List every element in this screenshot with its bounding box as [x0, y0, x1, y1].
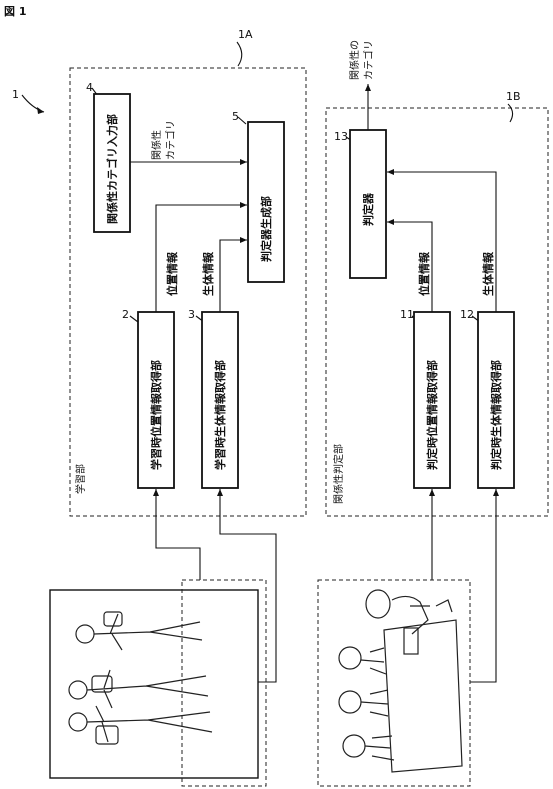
- ref-system-leader: [22, 95, 44, 112]
- output-label-1: 関係性の: [348, 40, 361, 80]
- ref-12: 12: [460, 308, 474, 321]
- seated-person-1: [339, 647, 386, 674]
- seated-person-2: [339, 690, 388, 716]
- pos-info-label-b: 位置情報: [417, 251, 431, 296]
- bottom-illustration-frame: [318, 580, 470, 786]
- bottom-illustration: [318, 580, 470, 786]
- ref-learning-leader: [237, 42, 242, 66]
- ref-5: 5: [232, 110, 239, 123]
- learning-section-label: 学習部: [74, 464, 87, 494]
- ref-2-leader: [130, 316, 138, 322]
- figure-label: 図 1: [4, 4, 26, 18]
- ref-13: 13: [334, 130, 348, 143]
- ref-judging-leader: [508, 104, 513, 122]
- top-illustration: [50, 580, 266, 786]
- walking-person-2: [69, 670, 208, 708]
- top-illustration-to-bio-arrow: [220, 489, 276, 682]
- bio-info-arrow: [220, 240, 247, 312]
- table-object: [436, 600, 452, 612]
- ref-3: 3: [188, 308, 195, 321]
- ref-system-arrowhead: [37, 107, 44, 114]
- bio-info-label-a: 生体情報: [201, 251, 215, 296]
- output-label-2: カテゴリ: [362, 40, 375, 80]
- seated-person-top: [366, 590, 430, 654]
- top-illustration-frame: [50, 590, 258, 778]
- ref-system: 1: [12, 88, 19, 101]
- ref-learning-unit: 1A: [238, 28, 253, 41]
- bio-info-label-b: 生体情報: [481, 251, 495, 296]
- judge-label: 判定器: [361, 192, 375, 226]
- judge-bio-acq-label: 判定時生体情報取得部: [489, 360, 503, 470]
- top-illustration-to-pos-arrow: [156, 489, 200, 580]
- judge-pos-acq-label: 判定時位置情報取得部: [425, 360, 439, 470]
- ref-5-leader: [238, 117, 246, 124]
- ref-4: 4: [86, 81, 93, 94]
- generator-label: 判定器生成部: [259, 196, 273, 262]
- seated-person-3: [343, 735, 394, 760]
- meeting-table: [384, 620, 462, 772]
- ref-judging-unit: 1B: [506, 90, 521, 103]
- bio-acq-label: 学習時生体情報取得部: [213, 360, 227, 470]
- category-input-label: 関係性カテゴリ入力部: [105, 114, 119, 224]
- pos-acq-label: 学習時位置情報取得部: [149, 360, 163, 470]
- judge-bio-info-arrow: [387, 172, 496, 312]
- ref-2: 2: [122, 308, 129, 321]
- category-arrow-label-1: 関係性: [150, 130, 163, 160]
- category-arrow-label-2: カテゴリ: [164, 120, 177, 160]
- bottom-illustration-to-bio-arrow: [470, 489, 496, 682]
- ref-11: 11: [400, 308, 414, 321]
- pos-info-label-a: 位置情報: [165, 251, 179, 296]
- walking-person-1: [76, 612, 202, 650]
- judging-section-label: 関係性判定部: [332, 444, 345, 504]
- walking-person-3: [69, 706, 212, 744]
- top-illustration-crop: [182, 580, 266, 786]
